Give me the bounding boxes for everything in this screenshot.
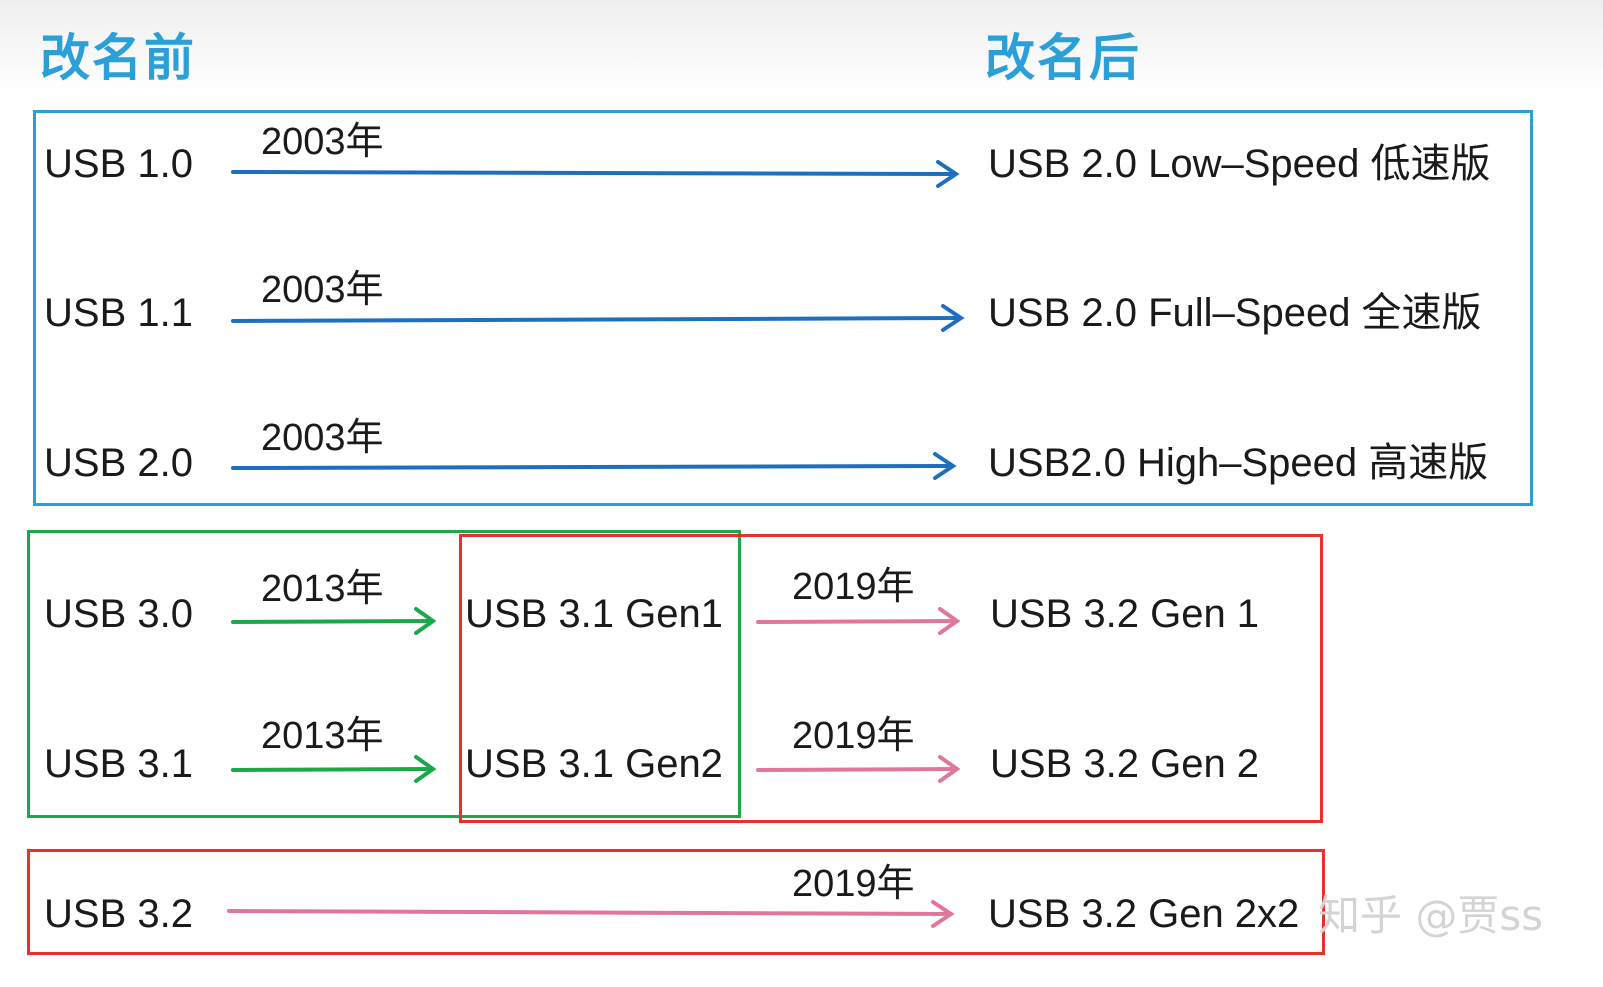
- new-name-usb10: USB 2.0 Low–Speed 低速版: [988, 142, 1491, 186]
- new-name-usb20: USB2.0 High–Speed 高速版: [988, 441, 1489, 485]
- arrow-usb32-2019: [227, 900, 955, 928]
- year-usb30-2019: 2019年: [792, 566, 915, 608]
- old-name-usb20: USB 2.0: [44, 441, 193, 485]
- arrow-usb10: [231, 160, 960, 188]
- year-usb32: 2019年: [792, 863, 915, 905]
- mid-name-usb30: USB 3.1 Gen1: [465, 592, 723, 636]
- new-name-usb30: USB 3.2 Gen 1: [990, 592, 1260, 636]
- header-after: 改名后: [985, 29, 1141, 87]
- new-name-usb31: USB 3.2 Gen 2: [990, 742, 1260, 786]
- header-before: 改名前: [40, 29, 196, 87]
- year-usb31-2013: 2013年: [261, 715, 384, 757]
- old-name-usb30: USB 3.0: [44, 592, 193, 636]
- old-name-usb11: USB 1.1: [44, 291, 193, 335]
- arrow-usb30-2013: [231, 607, 437, 635]
- old-name-usb31: USB 3.1: [44, 742, 193, 786]
- new-name-usb11: USB 2.0 Full–Speed 全速版: [988, 291, 1482, 335]
- arrow-usb11: [231, 304, 965, 332]
- mid-name-usb31: USB 3.1 Gen2: [465, 742, 723, 786]
- year-usb10: 2003年: [261, 121, 384, 163]
- usb3-2019-rename-group-box: [459, 534, 1323, 823]
- usb32-rename-group-box: [27, 849, 1325, 955]
- year-usb20: 2003年: [261, 417, 384, 459]
- old-name-usb10: USB 1.0: [44, 142, 193, 186]
- watermark: 知乎 @贾ss: [1318, 891, 1544, 940]
- year-usb11: 2003年: [261, 269, 384, 311]
- new-name-usb32: USB 3.2 Gen 2x2: [988, 892, 1300, 936]
- usb3-2013-rename-group-box: [27, 530, 741, 818]
- arrow-usb31-2013: [231, 755, 437, 783]
- arrow-usb31-2019: [756, 755, 961, 783]
- arrow-usb20: [231, 452, 957, 480]
- year-usb31-2019: 2019年: [792, 715, 915, 757]
- year-usb30-2013: 2013年: [261, 568, 384, 610]
- usb2-rename-group-box: [33, 110, 1533, 506]
- arrow-usb30-2019: [756, 607, 961, 635]
- old-name-usb32: USB 3.2: [44, 892, 193, 936]
